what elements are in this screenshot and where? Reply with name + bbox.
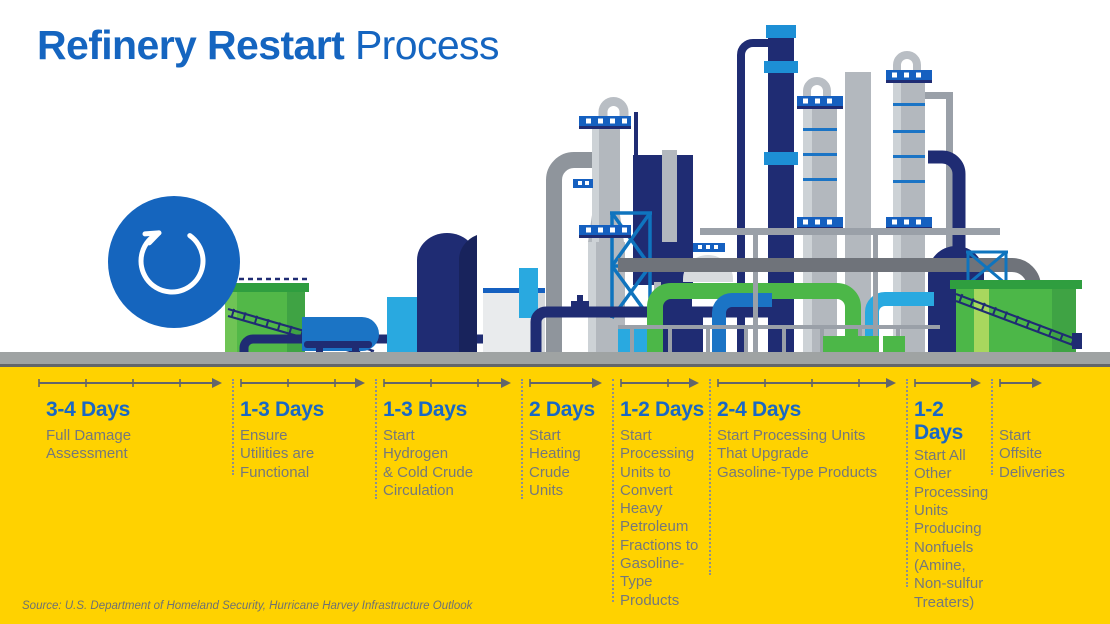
- blue-elbow-pipe: [712, 293, 772, 355]
- refinery-illustration: [0, 25, 1110, 367]
- step-description: Full Damage Assessment: [46, 427, 132, 463]
- stairs-right: [955, 292, 1082, 349]
- step-separator: [612, 379, 614, 602]
- green-equipment-boxes: [823, 336, 905, 355]
- pipe-valve: [571, 301, 589, 307]
- page-title: Refinery Restart Process: [37, 22, 499, 69]
- step-duration: [991, 398, 1105, 424]
- step-separator: [906, 379, 908, 587]
- step-description: Start Heating Crude Units: [529, 427, 581, 499]
- step-duration: 1-2 Days: [914, 398, 964, 445]
- timeline-step: 2 Days Start Heating Crude Units: [521, 375, 612, 500]
- step-description: Ensure Utilities are Functional: [240, 427, 315, 481]
- timeline-step: 1-2 Days Start All Other Processing Unit…: [906, 375, 991, 612]
- step-description: Start Offsite Deliveries: [999, 427, 1065, 481]
- page-title-bold: Refinery Restart: [37, 22, 345, 68]
- timeline-steps: 3-4 Days Full Damage Assessment 1-3 Days…: [0, 367, 1110, 612]
- timeline-arrow-icon: [717, 378, 896, 388]
- timeline-step: 2-4 Days Start Processing Units That Upg…: [709, 375, 906, 575]
- step-separator: [232, 379, 234, 475]
- tower-top-pipe-loop: [893, 51, 921, 70]
- stack-feed-pipe: [737, 39, 770, 355]
- step-description: Start Processing Units That Upgrade Gaso…: [717, 427, 878, 481]
- timeline-step: 1-3 Days Ensure Utilities are Functional: [232, 375, 375, 482]
- timeline-arrow-icon: [914, 378, 981, 388]
- restart-icon: [108, 196, 240, 328]
- tower-platforms: [573, 70, 932, 252]
- timeline-arrow-icon: [529, 378, 602, 388]
- smokestack: [764, 25, 798, 355]
- tower-top-pipe-loop: [598, 97, 629, 116]
- ground-pipe-left: [239, 334, 492, 355]
- step-duration: 3-4 Days: [46, 398, 130, 421]
- timeline: 3-4 Days Full Damage Assessment 1-3 Days…: [0, 367, 1110, 624]
- step-duration: 1-3 Days: [240, 398, 324, 421]
- step-separator: [521, 379, 523, 499]
- timeline-step: 1-3 Days Start Hydrogen & Cold Crude Cir…: [375, 375, 521, 500]
- ground-bar: [0, 352, 1110, 365]
- timeline-step: 3-4 Days Full Damage Assessment: [38, 375, 232, 464]
- step-separator: [375, 379, 377, 499]
- gray-process-pipe: [546, 152, 604, 355]
- step-duration: 1-2 Days: [620, 398, 704, 421]
- step-description: Start All Other Processing Units Produci…: [914, 447, 989, 611]
- page-title-light: Process: [354, 22, 500, 68]
- support-pole: [946, 92, 953, 355]
- timeline-step: 1-2 Days Start Processing Units to Conve…: [612, 375, 709, 610]
- step-duration: 2 Days: [529, 398, 595, 421]
- timeline-arrow-icon: [240, 378, 365, 388]
- timeline-arrow-icon: [620, 378, 699, 388]
- tower-top-pipe-loop: [803, 77, 831, 96]
- horizontal-tank: [302, 317, 379, 355]
- step-duration: 1-3 Days: [383, 398, 467, 421]
- timeline-step: Start Offsite Deliveries: [991, 375, 1105, 482]
- timeline-arrow-icon: [383, 378, 511, 388]
- source-note: Source: U.S. Department of Homeland Secu…: [22, 600, 473, 612]
- crude-pipe: [530, 306, 772, 355]
- support-frame: [966, 250, 1008, 286]
- pipe-bridge: [700, 228, 1000, 235]
- step-description: Start Hydrogen & Cold Crude Circulation: [383, 427, 474, 499]
- navy-transfer-pipe: [928, 150, 966, 355]
- timeline-arrow-icon: [999, 378, 1042, 388]
- step-duration: 2-4 Days: [717, 398, 801, 421]
- step-description: Start Processing Units to Convert Heavy …: [620, 427, 699, 609]
- step-separator: [991, 379, 993, 475]
- blue-vessel: [387, 297, 417, 355]
- distillation-tower-3: [893, 70, 925, 355]
- timeline-arrow-icon: [38, 378, 222, 388]
- step-separator: [709, 379, 711, 575]
